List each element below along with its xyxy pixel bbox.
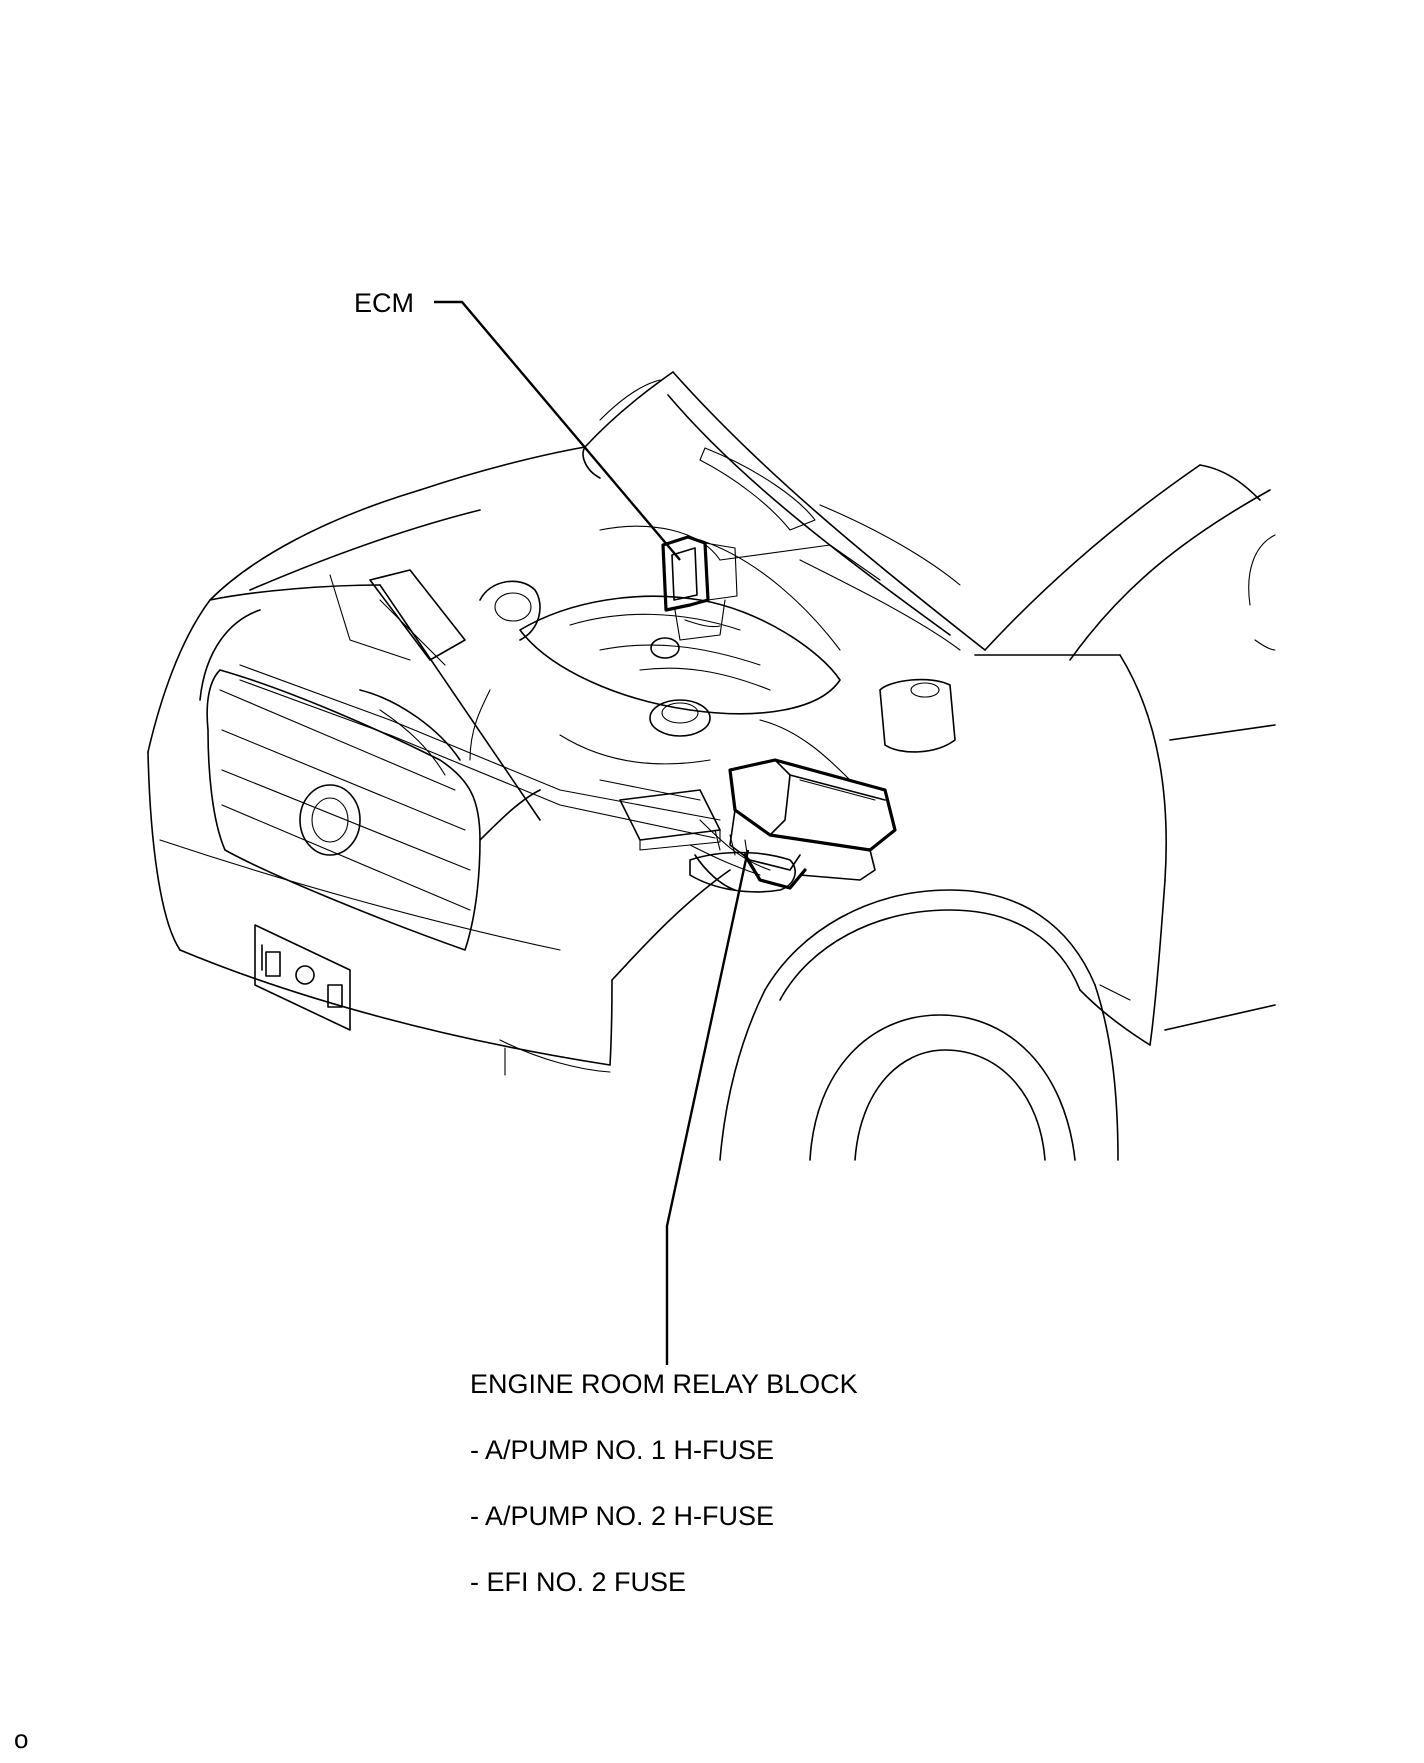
ecm-leader-line	[434, 300, 681, 561]
fuse-item-1: - A/PUMP NO. 1 H-FUSE	[470, 1435, 775, 1465]
engine-bay	[209, 446, 956, 851]
figure-code: o	[14, 1724, 29, 1754]
body-side	[974, 464, 1276, 1046]
fuse-item-2: - A/PUMP NO. 2 H-FUSE	[470, 1501, 775, 1531]
hood	[582, 371, 986, 651]
relay-block-leader-line	[665, 849, 750, 1365]
wheel-and-arch	[719, 889, 1119, 1161]
relay-block-component	[689, 758, 897, 893]
ecm-label: ECM	[354, 288, 414, 318]
relay-block-label: ENGINE ROOM RELAY BLOCK	[470, 1369, 858, 1399]
fuse-item-3: - EFI NO. 2 FUSE	[470, 1567, 687, 1597]
grille	[199, 609, 541, 951]
ecm-component	[661, 535, 738, 641]
front-fascia	[147, 584, 731, 1076]
